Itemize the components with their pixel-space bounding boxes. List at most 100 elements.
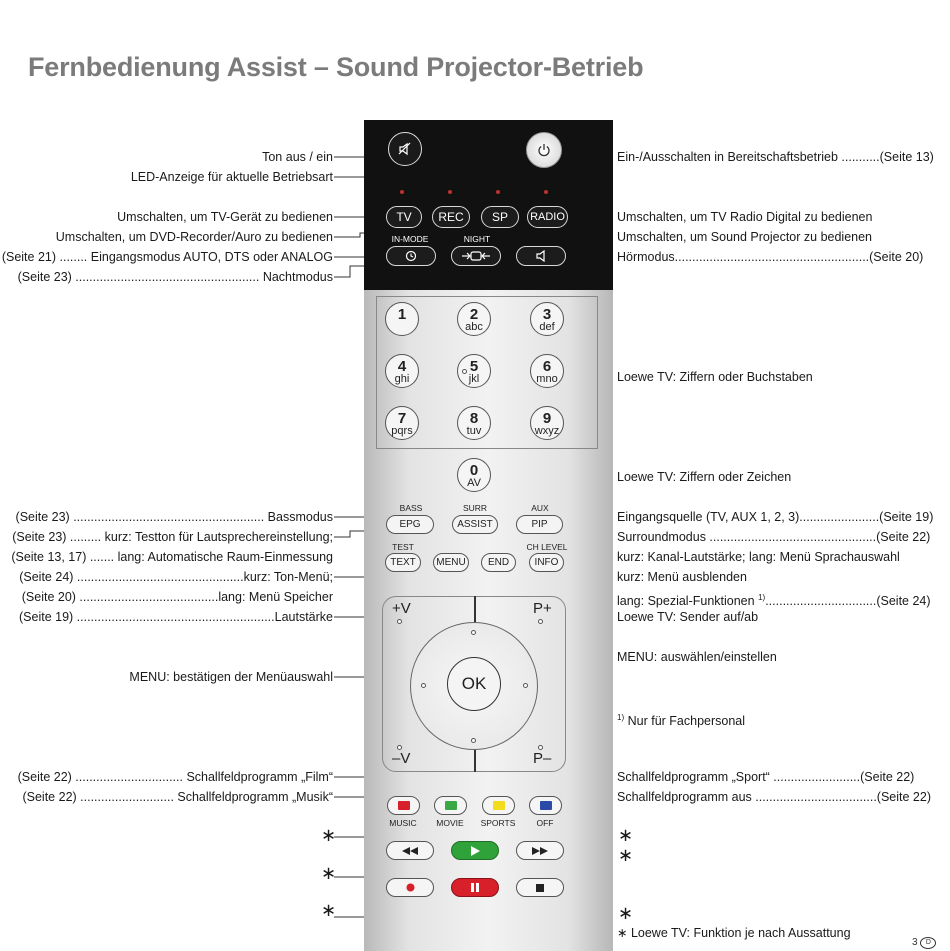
off-label: OFF (536, 818, 554, 828)
label-volume: (Seite 19) .............................… (19, 610, 333, 624)
test-label: TEST (392, 542, 414, 552)
label-power: Ein-/Ausschalten in Bereitschaftsbetrieb… (617, 150, 934, 164)
tv-button[interactable]: TV (386, 206, 422, 228)
arrow-up-dot (471, 630, 476, 635)
red-music-button[interactable] (387, 796, 420, 815)
volume-up-button[interactable]: +V (392, 600, 411, 617)
pip-button[interactable]: PIP (516, 515, 563, 534)
label-menu-long: (Seite 20) .............................… (21, 590, 333, 604)
text-button[interactable]: TEXT (385, 553, 421, 572)
page-footer: 3 D (912, 937, 937, 949)
arrow-right-dot (523, 683, 528, 688)
tactile-dot (462, 369, 467, 374)
label-ch-level: kurz: Kanal-Lautstärke; lang: Menü Sprac… (617, 550, 900, 564)
page-number: 3 (912, 937, 918, 948)
footnote: 1) Nur für Fachpersonal (617, 713, 746, 729)
asterisk-left-3: ∗ (321, 900, 337, 920)
blue-off-button[interactable] (529, 796, 562, 815)
label-sport: Schallfeldprogramm „Sport“ .............… (617, 770, 915, 784)
asterisk-left-1: ∗ (321, 825, 337, 845)
digit-1-button[interactable]: 1 (385, 302, 419, 336)
clock-icon (405, 250, 417, 262)
assist-button[interactable]: ASSIST (452, 515, 498, 534)
label-radio: Umschalten, um TV Radio Digital zu bedie… (617, 210, 873, 224)
label-aux: Eingangsquelle (TV, AUX 1, 2, 3)........… (617, 510, 934, 524)
night-label: NIGHT (463, 234, 491, 244)
mute-icon (398, 142, 411, 156)
label-end-long: lang: Spezial-Funktionen 1).............… (617, 593, 931, 609)
label-zero: Loewe TV: Ziffern oder Zeichen (617, 470, 792, 484)
label-led: LED-Anzeige für aktuelle Betriebsart (130, 170, 333, 184)
asterisk-right-3: ∗ (618, 903, 634, 923)
language-badge: D (920, 937, 937, 949)
tactile-dot (397, 619, 402, 624)
record-icon (406, 883, 414, 892)
label-test-long: (Seite 13, 17) ....... lang: Automatisch… (11, 550, 333, 564)
in-mode-button[interactable] (386, 246, 436, 266)
led-radio (544, 190, 548, 194)
pause-button[interactable] (451, 878, 499, 897)
program-down-button[interactable]: P– (533, 750, 552, 767)
night-mode-icon (462, 251, 490, 261)
record-button[interactable] (386, 878, 434, 897)
menu-button[interactable]: MENU (433, 553, 469, 572)
radio-button[interactable]: RADIO (527, 206, 568, 228)
direction-ring[interactable] (410, 622, 538, 750)
fast-forward-button[interactable] (516, 841, 564, 860)
mute-button[interactable] (388, 132, 422, 166)
label-test-short: (Seite 23) ......... kurz: Testton für L… (12, 530, 333, 544)
sound-mode-button[interactable] (516, 246, 566, 266)
green-movie-button[interactable] (434, 796, 467, 815)
end-button[interactable]: END (481, 553, 516, 572)
label-digits: Loewe TV: Ziffern oder Buchstaben (617, 370, 813, 384)
label-navigate: MENU: auswählen/einstellen (617, 650, 777, 664)
label-night: (Seite 23) .............................… (17, 270, 333, 284)
sp-button[interactable]: SP (481, 206, 519, 228)
movie-label: MOVIE (436, 818, 464, 828)
yellow-sports-button[interactable] (482, 796, 515, 815)
tactile-dot (538, 619, 543, 624)
music-label: MUSIC (389, 818, 417, 828)
ch-level-label: CH LEVEL (526, 542, 568, 552)
ok-button[interactable]: OK (447, 657, 501, 711)
remote-body (364, 290, 613, 951)
night-button[interactable] (451, 246, 501, 266)
dpad-divider-top (474, 596, 476, 626)
rec-button[interactable]: REC (432, 206, 470, 228)
fast-forward-icon (532, 846, 548, 855)
asterisk-right-1: ∗ (618, 825, 634, 845)
stop-button[interactable] (516, 878, 564, 897)
program-up-button[interactable]: P+ (533, 600, 552, 617)
pause-icon (471, 883, 479, 892)
label-end-short: kurz: Menü ausblenden (617, 570, 747, 584)
sports-label: SPORTS (480, 818, 516, 828)
label-tv: Umschalten, um TV-Gerät zu bedienen (117, 210, 333, 224)
arrow-down-dot (471, 738, 476, 743)
asterisk-right-2: ∗ (618, 845, 634, 865)
led-rec (448, 190, 452, 194)
number-pad-panel (376, 296, 598, 449)
play-icon (471, 845, 480, 856)
in-mode-label: IN-MODE (391, 234, 429, 244)
label-rec: Umschalten, um DVD-Recorder/Auro zu bedi… (55, 230, 333, 244)
speaker-icon (536, 250, 545, 262)
led-sp (496, 190, 500, 194)
info-button[interactable]: INFO (529, 553, 564, 572)
label-in-mode: (Seite 21) ........ Eingangsmodus AUTO, … (1, 250, 333, 264)
stop-icon (536, 883, 544, 892)
power-button[interactable] (526, 132, 562, 168)
label-hoermodus: Hörmodus................................… (617, 250, 924, 264)
play-button[interactable] (451, 841, 499, 860)
rewind-icon (402, 846, 418, 855)
volume-down-button[interactable]: –V (392, 750, 411, 767)
epg-button[interactable]: EPG (386, 515, 434, 534)
rewind-button[interactable] (386, 841, 434, 860)
